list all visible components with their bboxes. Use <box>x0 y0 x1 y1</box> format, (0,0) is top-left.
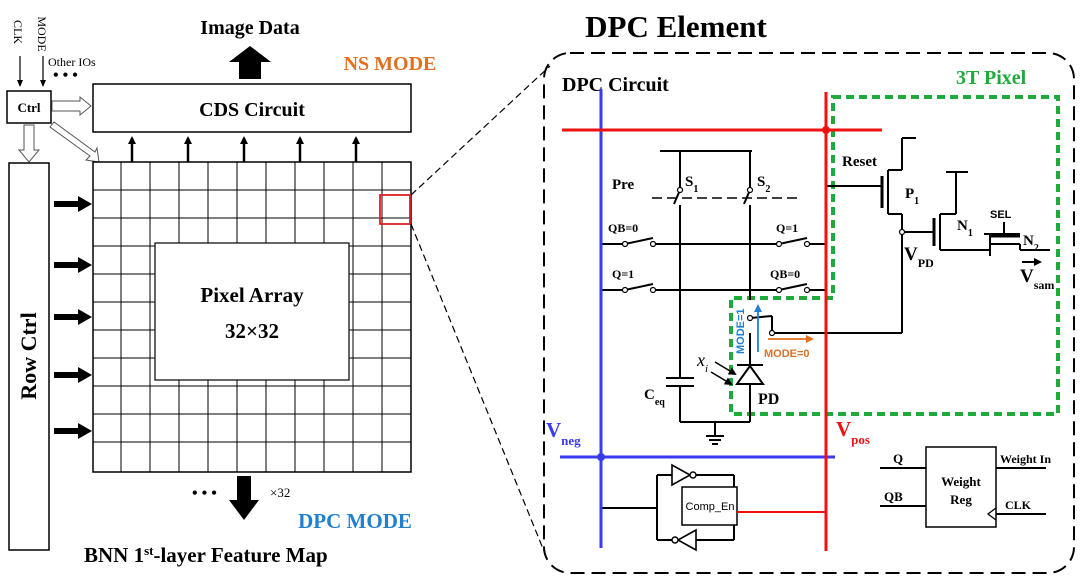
weight-reg-q-pin: Q <box>893 451 903 466</box>
feature-map-down-arrow-icon <box>229 476 259 520</box>
row-drive-arrows <box>54 196 92 439</box>
cds-circuit-label: CDS Circuit <box>199 99 305 121</box>
weight-in-pin: Weight In <box>1000 452 1051 466</box>
light-arrow-1 <box>714 361 737 376</box>
dpc-mode-label: DPC MODE <box>298 509 412 533</box>
light-arrow-2 <box>710 371 733 386</box>
vpos-label: Vpos <box>836 417 870 447</box>
pre-label: Pre <box>612 177 635 193</box>
transistor-symbols <box>880 176 1020 246</box>
ceq-label: Ceq <box>644 387 665 408</box>
ctrl-to-cds-arrow-icon <box>51 95 92 117</box>
dpc-element-title: DPC Element <box>585 9 767 44</box>
s1-label: S1 <box>685 174 698 195</box>
mode1-label: MODE=1 <box>735 308 747 354</box>
weight-reg-label-line2: Reg <box>950 492 972 507</box>
s2-label: S2 <box>757 174 770 195</box>
highlighted-pixel <box>379 194 411 225</box>
other-ios-label: Other IOs <box>48 55 96 69</box>
pixel-array-size: 32×32 <box>225 319 279 343</box>
pixel-array-center <box>154 242 350 381</box>
vpd-label: VPD <box>904 244 934 270</box>
row-ctrl-block <box>8 162 50 551</box>
xi-label: xi <box>696 350 708 375</box>
pixel-array-label: Pixel Array <box>200 283 304 307</box>
weight-reg-label-line1: Weight <box>941 474 981 489</box>
clk-edge-icon <box>986 507 997 521</box>
clk-input-label: CLK <box>11 20 25 44</box>
ctrl-to-rowctrl-arrow-icon <box>17 124 41 163</box>
comp-en-block <box>681 486 738 526</box>
ctrl-to-array-arrow-icon <box>49 121 100 163</box>
zoom-line-bottom <box>410 223 547 557</box>
dpc-wiring <box>601 137 1050 541</box>
pd-label: PD <box>758 391 779 408</box>
ns-mode-label: NS MODE <box>344 53 437 75</box>
ctrl-label: Ctrl <box>17 100 40 115</box>
n2-label: N2 <box>1023 233 1039 254</box>
dpc-circuit-label: DPC Circuit <box>562 74 669 96</box>
reset-label: Reset <box>842 154 877 170</box>
image-data-up-arrow-icon <box>229 46 271 79</box>
n1-label: N1 <box>957 218 973 239</box>
three-t-pixel-outline <box>729 95 1060 416</box>
mode-input-label: MODE <box>35 16 49 51</box>
qb0-top-label: QB=0 <box>608 221 638 235</box>
weight-reg-block <box>925 446 997 528</box>
p1-label: P1 <box>905 186 919 207</box>
dpc-element-border <box>543 52 1075 574</box>
comp-en-label: Comp_En <box>686 501 735 513</box>
weight-reg-qb-pin: QB <box>884 489 903 504</box>
switch-contacts <box>621 186 906 337</box>
mode0-label: MODE=0 <box>764 348 810 360</box>
three-t-pixel-label: 3T Pixel <box>956 67 1027 89</box>
q1-top-label: Q=1 <box>776 221 798 235</box>
ctrl-block <box>6 90 52 124</box>
cds-circuit-block <box>92 83 412 133</box>
column-readout-arrows <box>128 136 360 162</box>
row-ctrl-label: Row Ctrl <box>16 312 41 399</box>
inverter-bottom-bubble <box>671 536 679 544</box>
vneg-label: Vneg <box>546 418 581 448</box>
zoom-line-top <box>410 65 551 196</box>
inverter-top-icon <box>671 463 692 487</box>
x32-label: ×32 <box>270 485 290 500</box>
q1-bottom-label: Q=1 <box>612 267 634 281</box>
photodiode-icon <box>735 364 765 385</box>
sensor-architecture: Image Data NS MODE CDS Circuit CLK MODE … <box>6 16 551 568</box>
inverter-top-bubble <box>689 471 697 479</box>
other-ios-ellipsis: • • • <box>53 67 78 84</box>
output-ellipsis: • • • <box>192 485 217 502</box>
dpc-element: DPC Element DPC Circuit 3T Pixel <box>543 9 1075 574</box>
vpos-junction <box>822 126 830 134</box>
weight-reg-clk-pin: CLK <box>1005 498 1032 512</box>
feature-map-label: BNN 1st-layer Feature Map <box>84 543 328 568</box>
qb0-bottom-label: QB=0 <box>770 267 800 281</box>
sel-label: SEL <box>990 209 1012 221</box>
vsam-label: Vsam <box>1020 266 1054 292</box>
image-data-label: Image Data <box>200 17 299 39</box>
inverter-bottom-icon <box>676 528 697 552</box>
vneg-junction <box>597 453 605 461</box>
